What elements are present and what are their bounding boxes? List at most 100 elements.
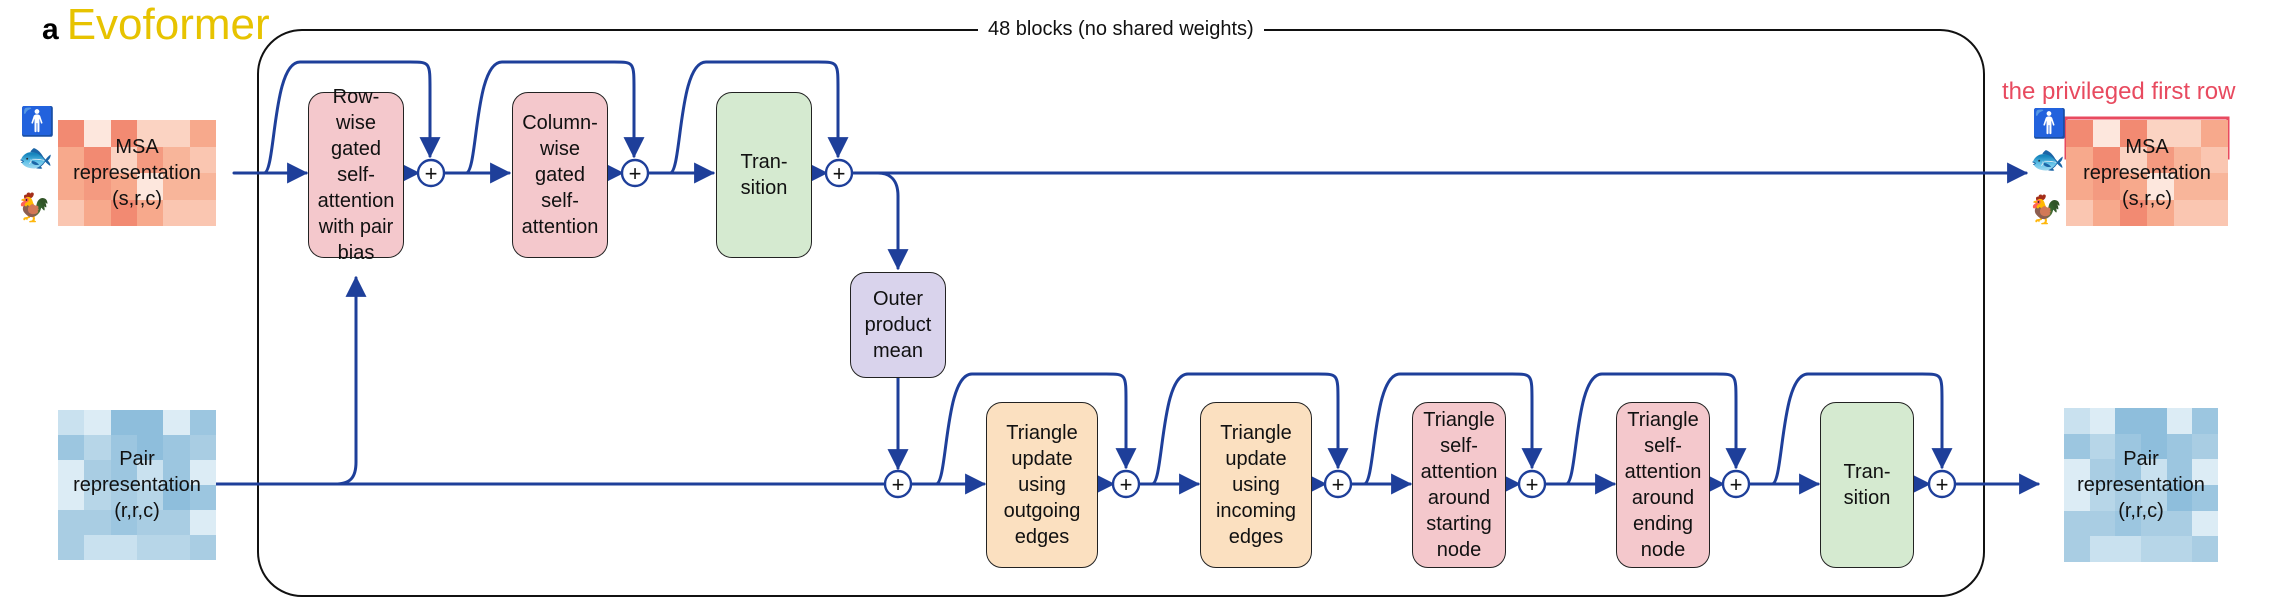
node-label-line: gated: [534, 164, 586, 186]
heatmap-cell: [2140, 408, 2167, 434]
node-label-line: product: [864, 314, 932, 336]
heatmap-cell: [2166, 433, 2193, 460]
node-label-line: using: [1018, 474, 1066, 496]
node-label-line: gated: [330, 138, 382, 160]
heatmap-cell: [189, 510, 216, 535]
plus-sign: +: [629, 161, 642, 186]
heatmap-cell: [2064, 433, 2090, 460]
node-label-line: using: [1232, 474, 1280, 496]
plus-sign: +: [425, 161, 438, 186]
node-label-line: edges: [1014, 526, 1070, 548]
heatmap-cell: [2192, 408, 2218, 434]
heatmap-cell: [2064, 408, 2090, 434]
heatmap-cell: [2174, 199, 2201, 226]
residual-add: [1111, 469, 1141, 499]
node-label-line: starting: [1426, 513, 1492, 535]
heatmap-cell: [2140, 459, 2167, 485]
plus-sign: +: [892, 472, 905, 497]
pair-output-label: Pair representation (r,r,c): [2077, 448, 2205, 522]
heatmap-cell: [2089, 459, 2116, 485]
heatmap-cell: [58, 485, 85, 510]
heatmap-cell: [163, 199, 190, 226]
heatmap-cell: [2147, 146, 2174, 173]
human-icon: 🚹: [2032, 108, 2067, 139]
plus-sign: +: [1332, 472, 1345, 497]
heatmap-cell: [58, 120, 85, 147]
msa-output-heatmap: [2066, 120, 2228, 226]
node-label: Tran-sition: [1843, 459, 1890, 511]
node-label-line: attention: [1420, 461, 1498, 483]
heatmap-cell: [2064, 510, 2090, 537]
heatmap-cell: [2089, 510, 2116, 537]
node-label-line: node: [1640, 539, 1686, 561]
fish-icon: 🐟: [2030, 144, 2065, 175]
heatmap-cell: [2066, 146, 2093, 173]
pair-start-residual: [1362, 372, 1543, 486]
human-icon: 🚹: [20, 106, 55, 137]
heatmap-cell: [163, 435, 190, 460]
heatmap-cell: [84, 460, 111, 485]
heatmap-cell: [110, 199, 137, 226]
heatmap-cell: [2201, 120, 2228, 147]
heatmap-cell: [2093, 120, 2120, 147]
heatmap-cell: [2192, 459, 2218, 485]
heatmap-cell: [163, 535, 190, 560]
heatmap-cell: [2115, 408, 2141, 434]
heatmap-cell: [2115, 433, 2141, 460]
heatmap-cell: [2174, 120, 2201, 147]
heatmap-cell: [2166, 459, 2193, 485]
heatmap-cell: [189, 460, 216, 485]
residual-add: [824, 158, 854, 188]
msa-output-label: MSA representation (s,r,c): [2083, 136, 2211, 210]
heatmap-cell: [2089, 484, 2116, 511]
node-label-line: edges: [1228, 526, 1284, 548]
heatmap-cell: [137, 199, 164, 226]
heatmap-cell: [110, 460, 137, 485]
plus-sign: +: [1120, 472, 1133, 497]
node-label-line: node: [1436, 539, 1482, 561]
plus-sign: +: [1526, 472, 1539, 497]
figure-title: a Evoformer: [42, 0, 270, 52]
node-label-line: with pair: [318, 216, 394, 238]
heatmap-cell: [2192, 510, 2218, 537]
heatmap-cell: [2120, 146, 2147, 173]
heatmap-cell: [110, 510, 137, 535]
node-label-line: outgoing: [1003, 500, 1081, 522]
residual-add: [1323, 469, 1353, 499]
heatmap-cell: [189, 146, 216, 173]
residual-add: [1517, 469, 1547, 499]
heatmap-cell: [58, 199, 85, 226]
heatmap-cell: [163, 410, 190, 435]
heatmap-cell: [84, 435, 111, 460]
node-label-line: around: [1631, 487, 1695, 509]
node-label-line: Row-wise: [332, 86, 380, 134]
heatmap-cell: [58, 173, 85, 200]
heatmap-cell: [189, 173, 216, 200]
heatmap-cell: [2064, 459, 2090, 485]
node-label-line: Triangle: [1220, 422, 1292, 444]
msa-input-label: MSA representation (s,r,c): [73, 136, 201, 210]
heatmap-cell: [84, 410, 111, 435]
node-label-line: self-: [1440, 435, 1478, 457]
msa-output-representation: MSA representation (s,r,c): [2066, 120, 2228, 226]
heatmap-cell: [189, 535, 216, 560]
pair-trans-residual: [1770, 372, 1953, 486]
heatmap-cell: [2166, 484, 2193, 511]
heatmap-cell: [163, 510, 190, 535]
heatmap-cell: [58, 410, 85, 435]
node-label-line: attention: [521, 216, 599, 238]
heatmap-cell: [2201, 199, 2228, 226]
heatmap-cell: [2089, 408, 2116, 434]
heatmap-cell: [2201, 146, 2228, 173]
node-label-line: Triangle: [1006, 422, 1078, 444]
heatmap-cell: [84, 510, 111, 535]
residual-add: [416, 158, 446, 188]
pair-input-heatmap: [58, 410, 216, 560]
